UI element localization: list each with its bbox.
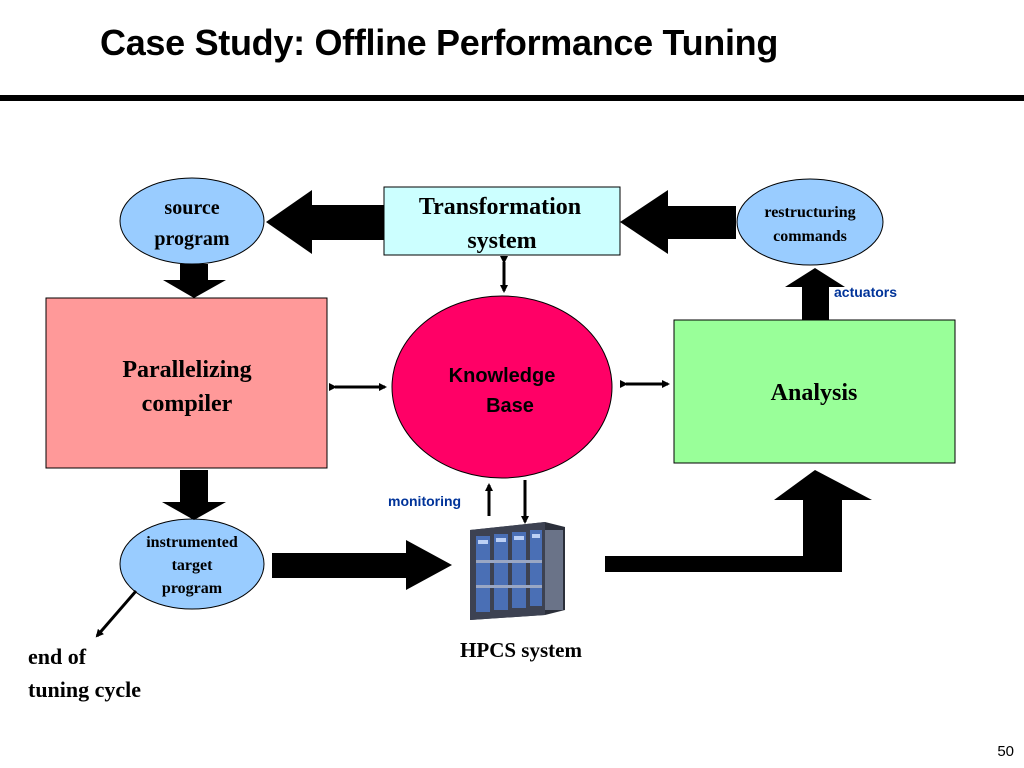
analysis-label: Analysis — [771, 380, 858, 406]
instrumented-label-1: instrumented — [146, 534, 238, 551]
knowledge-base-node: Knowledge Base — [391, 295, 613, 479]
arrow-instrumented-to-hpcs — [272, 540, 452, 590]
title-rule — [0, 95, 1024, 101]
end-of-cycle-label-1: end of — [28, 644, 87, 669]
knowledge-base-label-2: Base — [486, 395, 534, 417]
arrow-transformation-to-source — [266, 190, 384, 254]
restructuring-commands-label-1: restructuring — [764, 204, 855, 221]
analysis-node: Analysis — [673, 319, 956, 464]
transformation-system-node: Transformation system — [383, 186, 621, 256]
actuators-label: actuators — [834, 284, 897, 300]
arrow-hpcs-to-analysis — [605, 470, 872, 572]
parallelizing-compiler-label-1: Parallelizing — [122, 357, 251, 383]
arrow-restructuring-to-transformation — [620, 190, 736, 254]
restructuring-commands-node: restructuring commands — [736, 178, 884, 266]
restructuring-commands-label-2: commands — [773, 228, 847, 245]
arrow-source-to-compiler — [163, 264, 226, 298]
source-program-label-1: source — [164, 197, 219, 219]
parallelizing-compiler-label-2: compiler — [142, 391, 233, 417]
transformation-system-label-1: Transformation — [419, 194, 581, 220]
arrow-compiler-to-instrumented — [162, 470, 226, 520]
arrow-end-of-cycle — [95, 590, 138, 638]
transformation-system-label-2: system — [467, 228, 536, 254]
page-number: 50 — [997, 743, 1014, 760]
instrumented-label-2: target — [172, 557, 214, 574]
instrumented-label-3: program — [162, 580, 223, 597]
monitoring-label: monitoring — [388, 493, 461, 509]
arrow-analysis-to-restructuring — [785, 268, 845, 320]
source-program-label-2: program — [154, 228, 230, 250]
hpcs-system-label: HPCS system — [460, 638, 582, 662]
end-of-cycle-label-2: tuning cycle — [28, 677, 141, 702]
page-title: Case Study: Offline Performance Tuning — [100, 22, 779, 63]
instrumented-target-program-node: instrumented target program — [119, 518, 265, 610]
knowledge-base-label-1: Knowledge — [449, 365, 556, 387]
parallelizing-compiler-node: Parallelizing compiler — [45, 297, 328, 469]
source-program-node: source program — [119, 177, 265, 265]
server-rack-icon — [470, 522, 565, 620]
